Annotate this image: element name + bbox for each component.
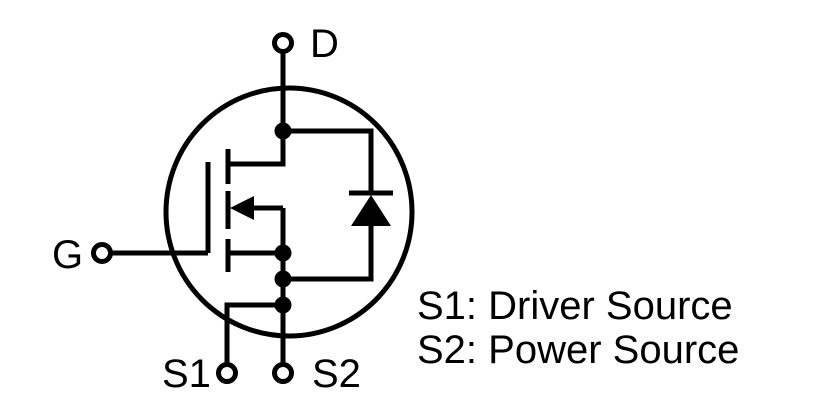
source2-terminal-icon: [272, 362, 294, 384]
diode-anode-wire: [283, 224, 374, 282]
junction-dot: [274, 296, 292, 314]
junction-dot: [274, 270, 292, 288]
legend-line-power-source: S2: Power Source: [417, 328, 739, 372]
diode-cathode-wire: [283, 128, 374, 194]
diode-triangle-icon: [351, 195, 391, 226]
body-arrowhead-icon: [230, 196, 254, 220]
source1-label: S1: [162, 352, 211, 396]
drain-label: D: [310, 22, 339, 66]
junction-dot: [274, 122, 292, 140]
legend-line-driver-source: S1: Driver Source: [417, 284, 733, 328]
source1-terminal-icon: [216, 362, 238, 384]
junction-dot: [274, 244, 292, 262]
source1-lead-wire: [224, 302, 283, 364]
source2-label: S2: [312, 352, 361, 396]
drain-internal-wire: [228, 131, 286, 167]
gate-terminal-icon: [91, 242, 113, 264]
gate-label: G: [52, 233, 83, 277]
drain-terminal-icon: [272, 32, 294, 54]
package-circle-icon: [163, 85, 415, 339]
